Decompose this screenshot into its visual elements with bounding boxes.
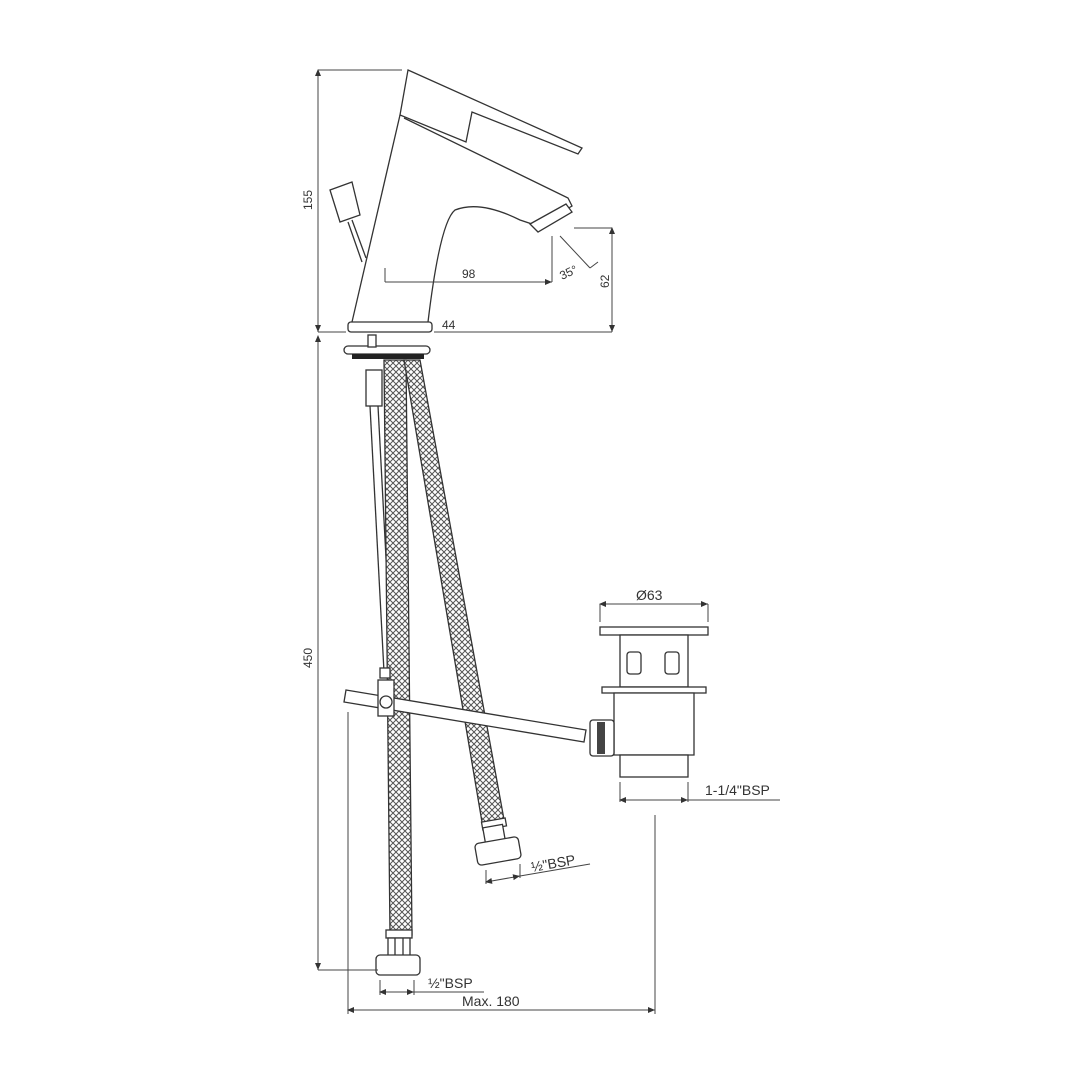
dim-max-width: Max. 180 — [462, 993, 520, 1009]
dim-hose-thread-1: ½"BSP — [428, 975, 473, 991]
dim-overall-height: 155 — [301, 190, 315, 210]
dim-hose-length: 450 — [301, 648, 315, 668]
dimension-labels: 155 98 62 35° 44 450 Ø63 1-1/4"BSP ½"BSP… — [301, 190, 770, 1009]
dim-base-diameter: 44 — [442, 318, 456, 332]
faucet-body — [329, 69, 583, 333]
dim-waste-diameter: Ø63 — [636, 587, 663, 603]
dim-spout-angle: 35° — [557, 262, 580, 282]
dim-spout-reach: 98 — [462, 267, 476, 281]
popup-linkage — [343, 667, 587, 743]
dim-waste-thread: 1-1/4"BSP — [705, 782, 770, 798]
dimension-lines — [315, 69, 780, 1014]
flexible-hoses — [375, 359, 522, 976]
dim-hose-thread-2: ½"BSP — [530, 851, 577, 875]
dim-spout-height: 62 — [598, 274, 612, 288]
popup-waste — [589, 626, 709, 778]
